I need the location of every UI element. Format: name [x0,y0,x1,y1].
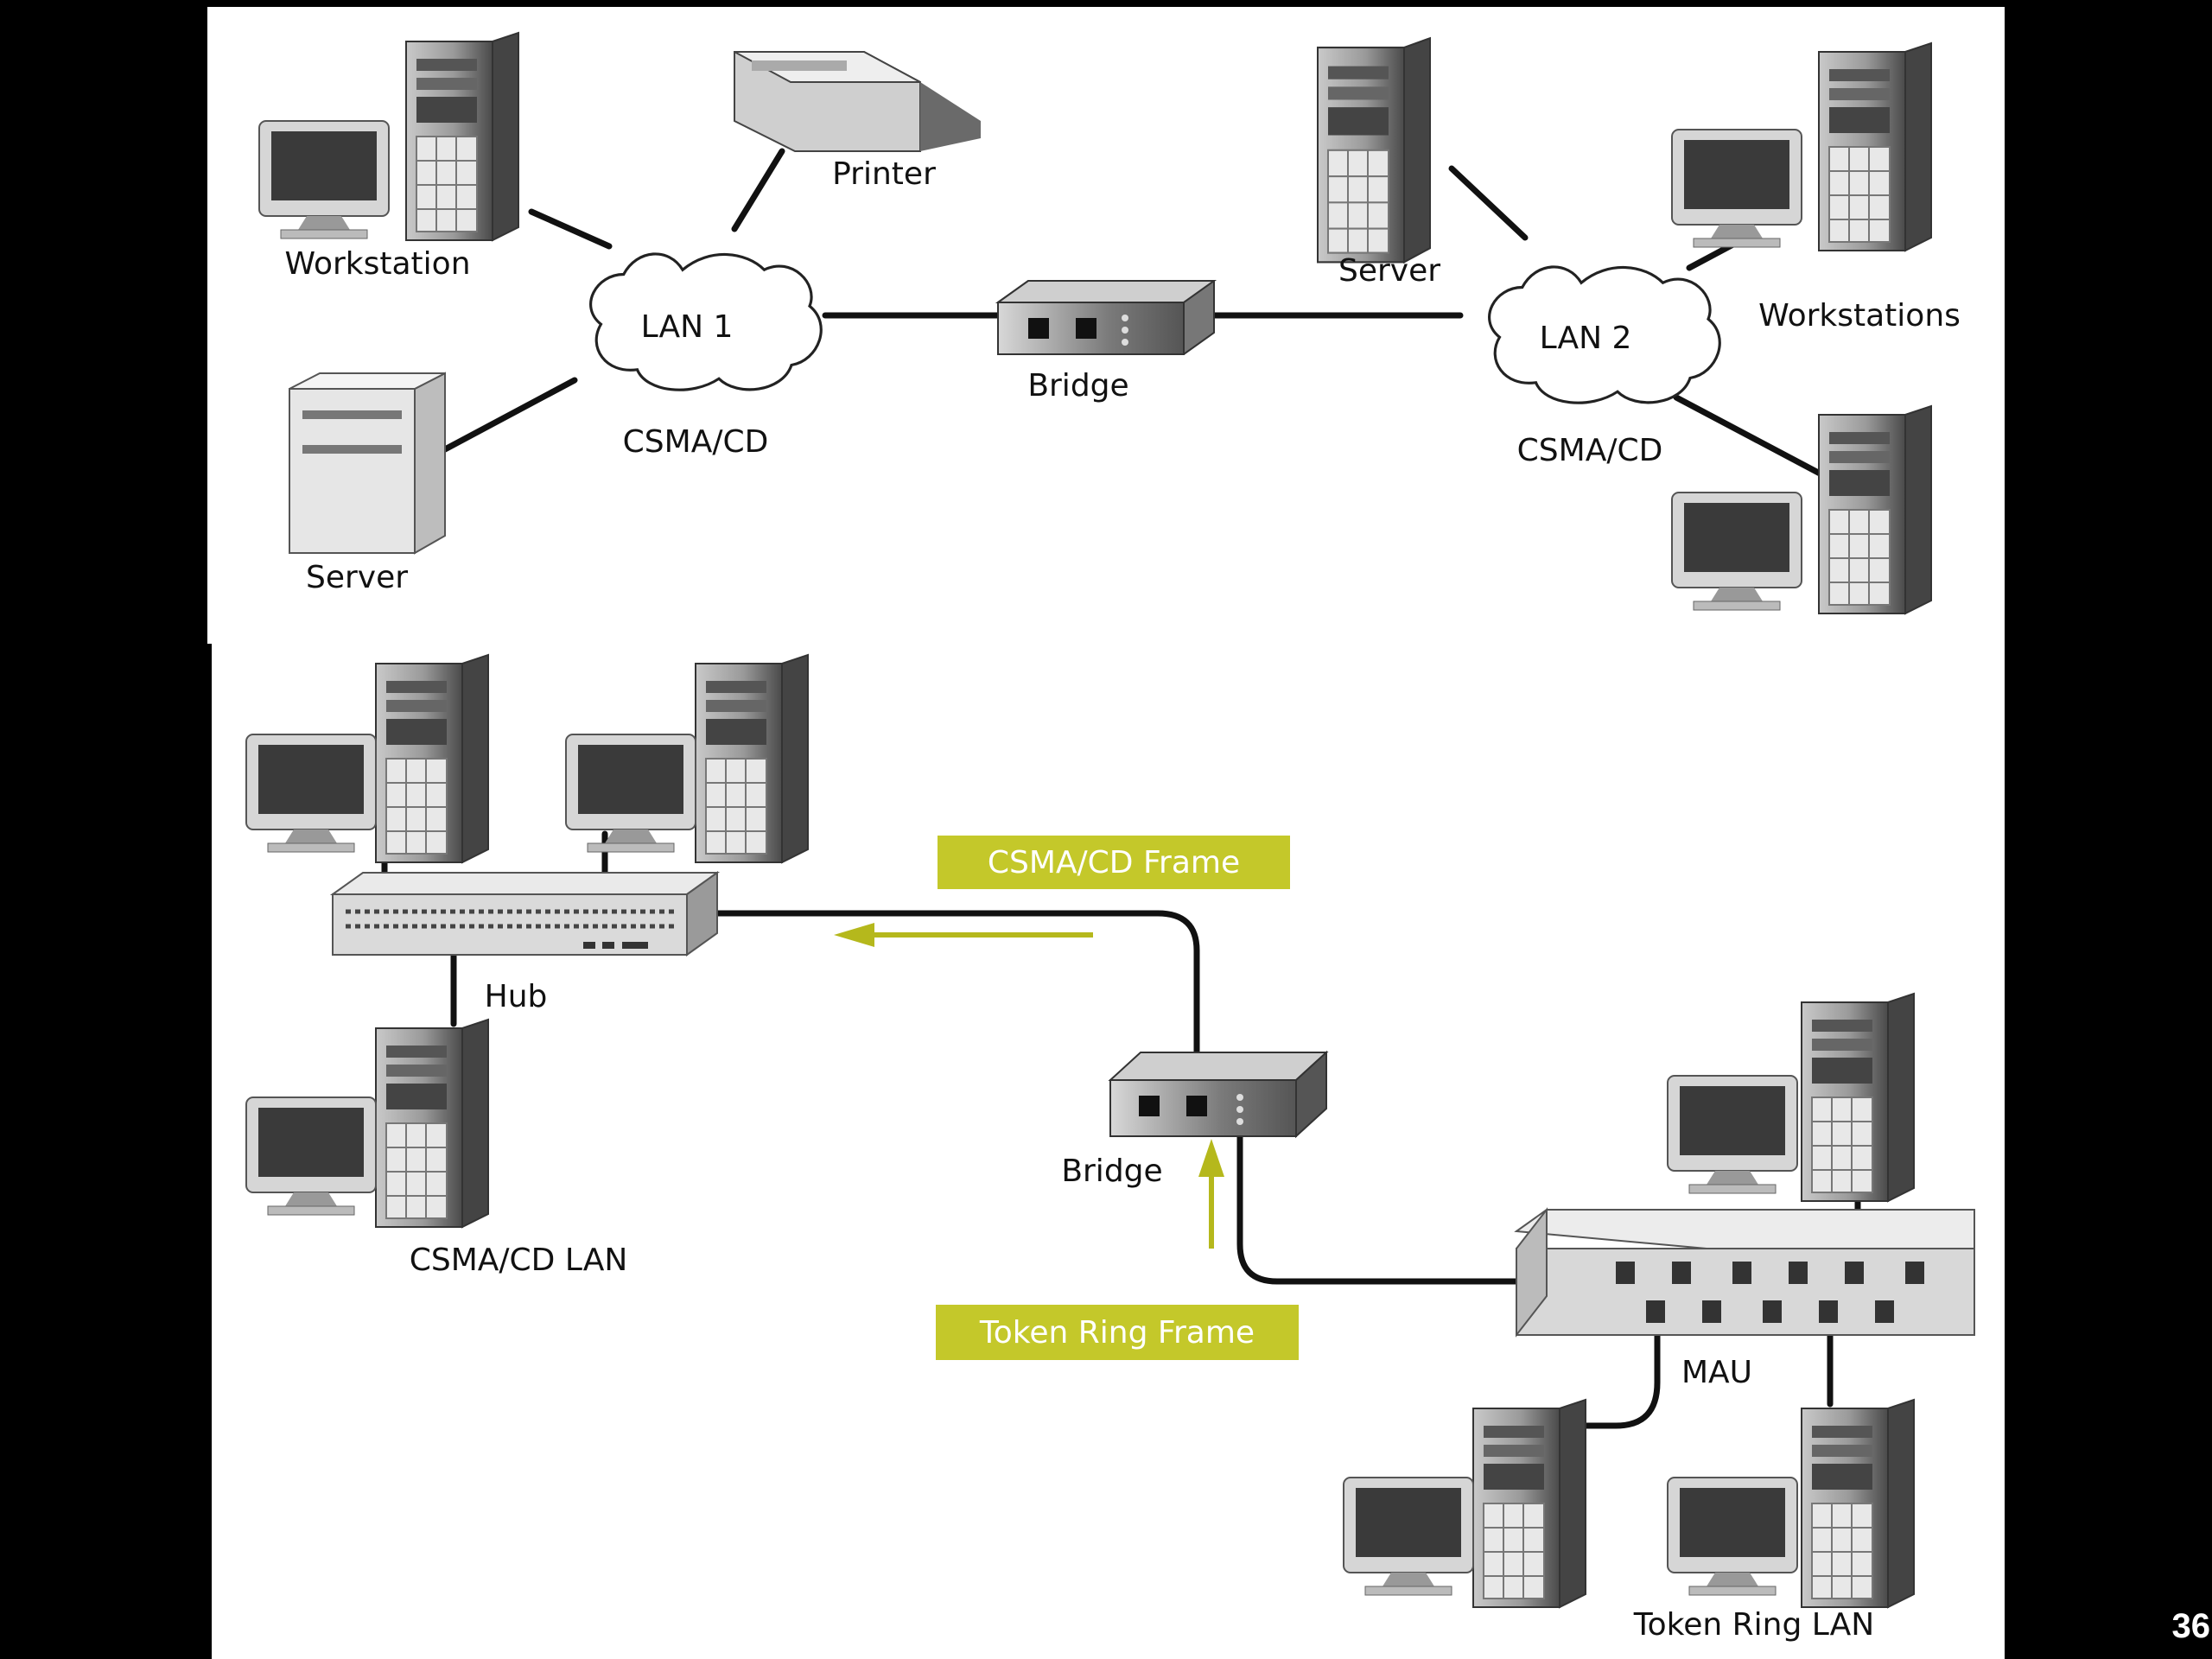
top-diagram: LAN 1 LAN 2 CSMA/CD CSMA/CD Workstation … [258,32,1961,614]
bridge-bottom-label: Bridge [1061,1154,1162,1189]
token-frame-arrow [1198,1139,1224,1249]
csma-frame-box [938,836,1290,889]
token-frame-box [936,1305,1299,1360]
token-frame-label: Token Ring Frame [979,1315,1255,1351]
lan1-protocol-label: CSMA/CD [623,424,769,460]
mau-label: MAU [1681,1355,1752,1390]
wire-server-lan2 [1448,165,1529,241]
workstation-label: Workstation [284,246,470,282]
bridge-top-icon [995,280,1217,355]
bottom-diagram: Hub CSMA/CD LAN CSMA/CD Frame Bridge Tok… [245,654,1975,1643]
wire-server-lan1 [442,377,578,453]
hub-label: Hub [485,979,548,1014]
server-left-label: Server [306,560,408,595]
csma-lan-label: CSMA/CD LAN [410,1243,628,1278]
server-icon [289,372,446,555]
wire-bridge-mau [1236,1107,1637,1285]
workstations-label: Workstations [1758,298,1961,334]
lan1-label: LAN 1 [641,309,734,345]
page-number: 36 [2172,1607,2211,1645]
token-ring-lan-label: Token Ring LAN [1633,1607,1874,1643]
mau-icon [1514,1207,1975,1338]
printer-icon [734,51,981,152]
server-right-icon [1316,37,1432,264]
hub-icon [329,871,721,957]
wire-lan2-workstation-b [1673,394,1827,479]
lan2-label: LAN 2 [1540,321,1632,356]
wire-workstation-lan1 [528,208,613,250]
printer-label: Printer [832,156,936,192]
wire-printer-lan1 [731,148,785,232]
wire-hub-bridge [662,910,1200,1109]
lan2-protocol-label: CSMA/CD [1517,433,1663,468]
bridge-bottom-icon [1108,1050,1329,1139]
wire-mau-ws5 [1578,1310,1661,1429]
csma-frame-label: CSMA/CD Frame [988,845,1240,880]
bridge-top-label: Bridge [1027,368,1128,404]
csma-frame-arrow [834,923,1093,947]
server-right-label: Server [1338,253,1440,289]
